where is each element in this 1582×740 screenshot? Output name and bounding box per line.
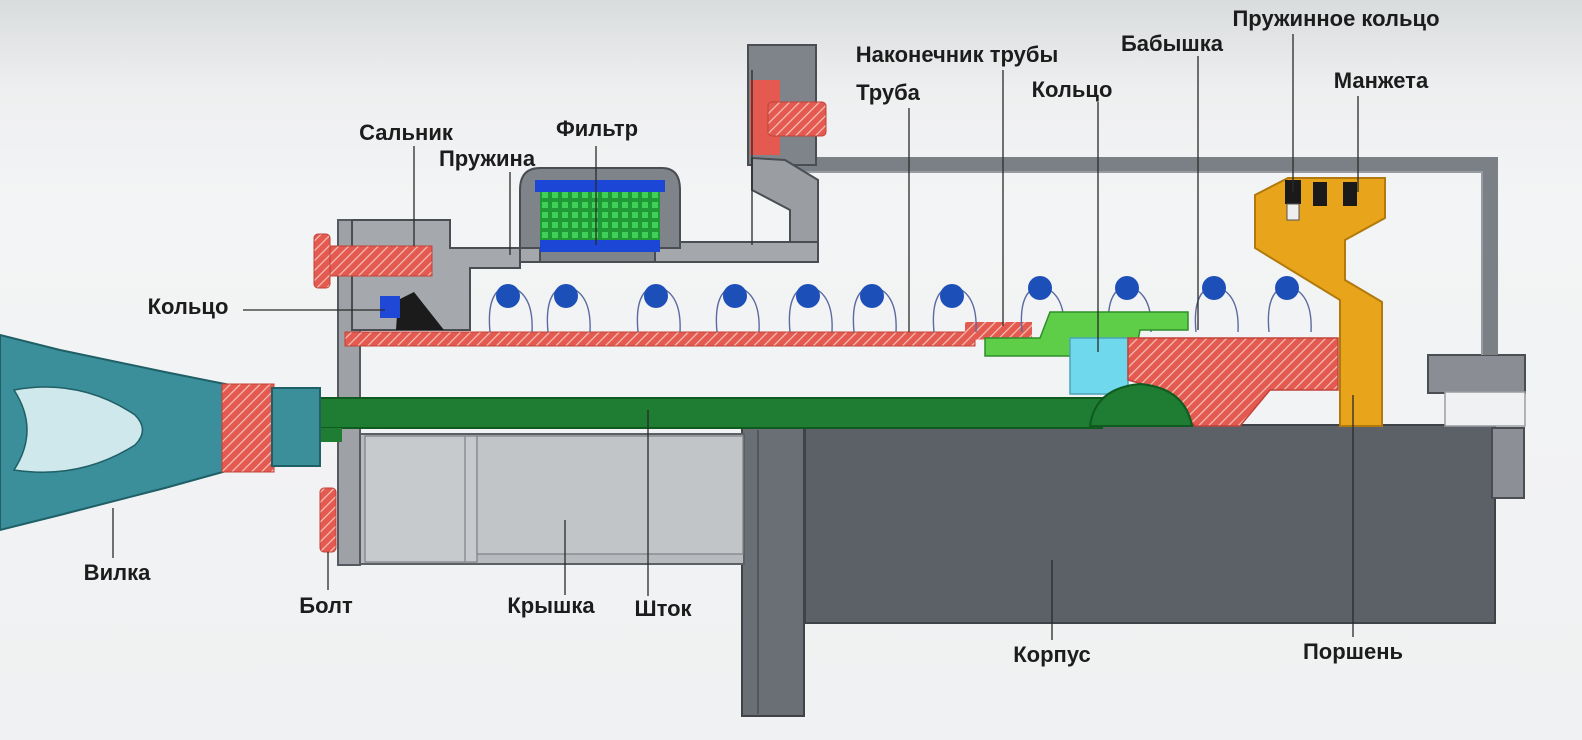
spring-coil: [1202, 276, 1226, 300]
label-gland: Сальник: [359, 120, 453, 145]
label-body: Корпус: [1013, 642, 1091, 667]
inner-tube: [344, 322, 1032, 347]
label-bolt: Болт: [299, 593, 353, 618]
label-tube: Труба: [856, 80, 920, 105]
label-ring-right: Кольцо: [1031, 77, 1113, 102]
spring-coil: [1028, 276, 1052, 300]
filter: [519, 167, 681, 263]
cuff-seals: [1285, 180, 1357, 221]
cover: [347, 433, 745, 565]
label-fork: Вилка: [83, 560, 151, 585]
spring-coil: [860, 284, 884, 308]
label-tube-tip: Наконечник трубы: [855, 42, 1059, 67]
spring-coil: [496, 284, 520, 308]
label-piston: Поршень: [1302, 639, 1404, 664]
fork: [0, 333, 321, 532]
piston: [1254, 177, 1386, 427]
spring-coil: [723, 284, 747, 308]
spring-coil: [940, 284, 964, 308]
bolt: [319, 487, 337, 553]
spring-coil: [1275, 276, 1299, 300]
tube-tip-assembly: [984, 311, 1189, 395]
leader-lines: [112, 34, 1359, 640]
spring-coil: [554, 284, 578, 308]
spring-coil: [1115, 276, 1139, 300]
label-cover: Крышка: [507, 593, 595, 618]
label-boss: Бабышка: [1120, 31, 1224, 56]
label-cuff: Манжета: [1333, 68, 1429, 93]
label-spring-ring: Пружинное кольцо: [1232, 6, 1440, 31]
tube-line: [747, 44, 1498, 355]
label-filter: Фильтр: [555, 116, 639, 141]
label-ring-left: Кольцо: [147, 294, 229, 319]
spring-coil: [644, 284, 668, 308]
label-rod: Шток: [634, 596, 692, 621]
flange: [741, 427, 805, 717]
spring-coil: [796, 284, 820, 308]
body-housing: [804, 354, 1526, 624]
label-spring: Пружина: [438, 146, 536, 171]
